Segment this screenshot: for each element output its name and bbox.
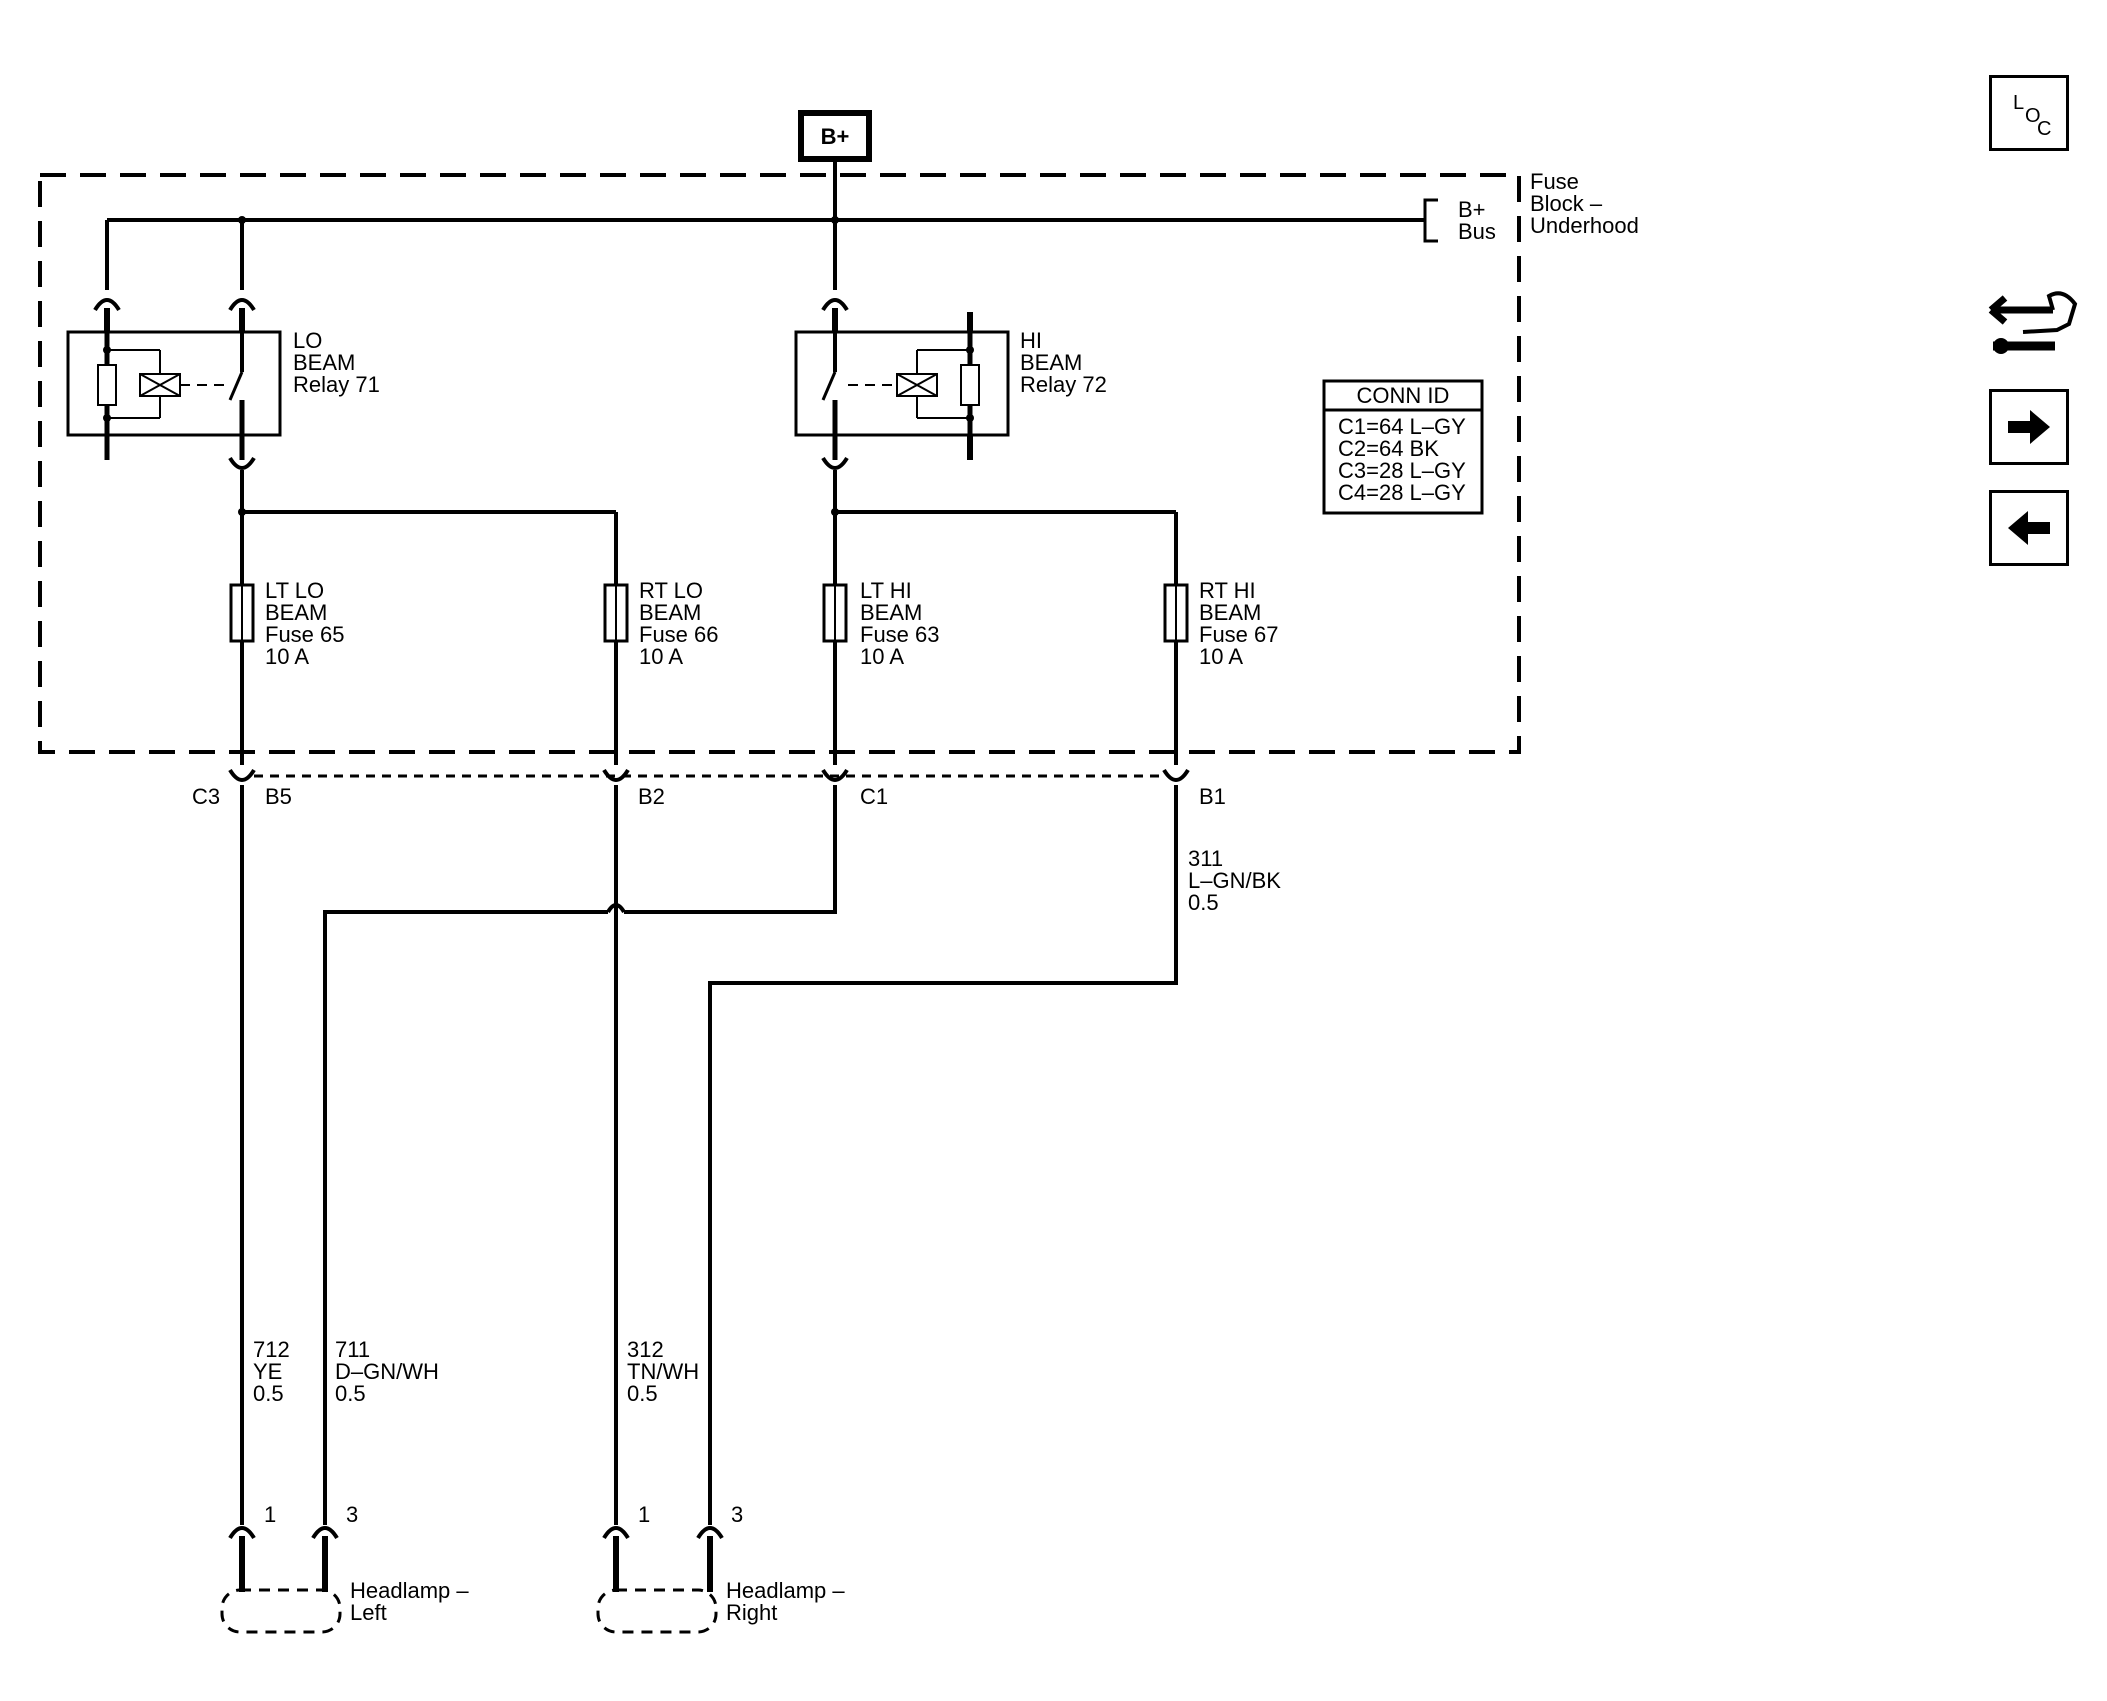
connector-c3: C3 B5 B2 C1 B1	[192, 768, 1226, 809]
svg-text:3: 3	[731, 1502, 743, 1527]
svg-text:BEAM: BEAM	[639, 600, 701, 625]
arrow-right-icon	[2008, 410, 2050, 444]
svg-text:0.5: 0.5	[335, 1381, 366, 1406]
svg-text:B1: B1	[1199, 784, 1226, 809]
svg-text:Relay 71: Relay 71	[293, 372, 380, 397]
conn-id-table: CONN ID C1=64 L–GY C2=64 BK C3=28 L–GY C…	[1322, 379, 1484, 515]
svg-text:TN/WH: TN/WH	[627, 1359, 699, 1384]
loc-button[interactable]: L O C	[1989, 75, 2069, 151]
arrow-left-icon	[2008, 511, 2050, 545]
svg-text:Headlamp –: Headlamp –	[350, 1578, 469, 1603]
svg-text:BEAM: BEAM	[293, 350, 355, 375]
svg-text:712: 712	[253, 1337, 290, 1362]
fuse-rt-hi-beam: RT HI BEAM Fuse 67 10 A	[1163, 578, 1279, 669]
svg-text:Relay 72: Relay 72	[1020, 372, 1107, 397]
headlamp-left: 1 3 Headlamp – Left	[220, 1502, 469, 1634]
svg-text:Fuse 63: Fuse 63	[860, 622, 940, 647]
svg-text:Fuse: Fuse	[1530, 169, 1579, 194]
svg-text:C1=64 L–GY: C1=64 L–GY	[1338, 414, 1466, 439]
svg-text:BEAM: BEAM	[1020, 350, 1082, 375]
fuse-block-boundary	[38, 173, 1521, 754]
svg-text:Fuse 66: Fuse 66	[639, 622, 719, 647]
svg-text:L–GN/BK: L–GN/BK	[1188, 868, 1281, 893]
svg-text:HI: HI	[1020, 328, 1042, 353]
svg-text:10 A: 10 A	[860, 644, 904, 669]
svg-text:0.5: 0.5	[627, 1381, 658, 1406]
fuse-rt-lo-beam: RT LO BEAM Fuse 66 10 A	[603, 578, 719, 669]
svg-text:LT LO: LT LO	[265, 578, 324, 603]
fuse-lt-hi-beam: LT HI BEAM Fuse 63 10 A	[822, 578, 940, 669]
svg-text:10 A: 10 A	[639, 644, 683, 669]
svg-text:YE: YE	[253, 1359, 282, 1384]
loc-icon: L O C	[2013, 92, 2052, 140]
b-plus-bus: B+ Bus	[107, 197, 1496, 244]
lo-beam-relay: LO BEAM Relay 71	[66, 220, 380, 470]
svg-text:1: 1	[638, 1502, 650, 1527]
svg-text:Underhood: Underhood	[1530, 213, 1639, 238]
svg-text:B2: B2	[638, 784, 665, 809]
wire-312: 312 TN/WH 0.5	[614, 785, 699, 1525]
conn-id-title: CONN ID	[1357, 383, 1450, 408]
hi-beam-relay: HI BEAM Relay 72	[794, 220, 1107, 470]
svg-text:3: 3	[346, 1502, 358, 1527]
svg-text:B5: B5	[265, 784, 292, 809]
wire-311: 311 L–GN/BK 0.5	[708, 785, 1281, 1525]
svg-text:711: 711	[335, 1337, 370, 1362]
svg-text:LO: LO	[293, 328, 322, 353]
b-plus-source: B+	[798, 110, 872, 162]
svg-text:1: 1	[264, 1502, 276, 1527]
svg-text:LT HI: LT HI	[860, 578, 912, 603]
svg-text:BEAM: BEAM	[1199, 600, 1261, 625]
svg-text:RT LO: RT LO	[639, 578, 703, 603]
svg-text:RT HI: RT HI	[1199, 578, 1256, 603]
svg-text:311: 311	[1188, 846, 1223, 871]
svg-text:10 A: 10 A	[1199, 644, 1243, 669]
headlamp-right: 1 3 Headlamp – Right	[596, 1502, 845, 1634]
svg-text:Left: Left	[350, 1600, 387, 1625]
svg-text:BEAM: BEAM	[860, 600, 922, 625]
svg-text:BEAM: BEAM	[265, 600, 327, 625]
svg-text:Block –: Block –	[1530, 191, 1603, 216]
svg-text:D–GN/WH: D–GN/WH	[335, 1359, 439, 1384]
fuse-block-label: Fuse Block – Underhood	[1530, 169, 1639, 238]
forward-button[interactable]	[1989, 389, 2069, 465]
svg-text:Fuse 67: Fuse 67	[1199, 622, 1279, 647]
svg-text:Headlamp –: Headlamp –	[726, 1578, 845, 1603]
svg-text:C1: C1	[860, 784, 888, 809]
component-swap-icon	[1988, 291, 2078, 354]
back-button[interactable]	[1989, 490, 2069, 566]
bus-label-line1: B+	[1458, 197, 1486, 222]
svg-text:C2=64 BK: C2=64 BK	[1338, 436, 1439, 461]
wire-711: 711 D–GN/WH 0.5	[323, 785, 837, 1525]
svg-text:0.5: 0.5	[253, 1381, 284, 1406]
component-swap-button[interactable]	[1981, 275, 2081, 367]
svg-text:Fuse 65: Fuse 65	[265, 622, 345, 647]
svg-text:312: 312	[627, 1337, 664, 1362]
fuse-lt-lo-beam: LT LO BEAM Fuse 65 10 A	[229, 578, 345, 669]
svg-text:Right: Right	[726, 1600, 777, 1625]
svg-text:10 A: 10 A	[265, 644, 309, 669]
connector-name: C3	[192, 784, 220, 809]
svg-text:C4=28 L–GY: C4=28 L–GY	[1338, 480, 1466, 505]
b-plus-label: B+	[821, 124, 850, 149]
bus-label-line2: Bus	[1458, 219, 1496, 244]
svg-text:C3=28 L–GY: C3=28 L–GY	[1338, 458, 1466, 483]
wire-712: 712 YE 0.5	[240, 785, 290, 1525]
svg-text:0.5: 0.5	[1188, 890, 1219, 915]
